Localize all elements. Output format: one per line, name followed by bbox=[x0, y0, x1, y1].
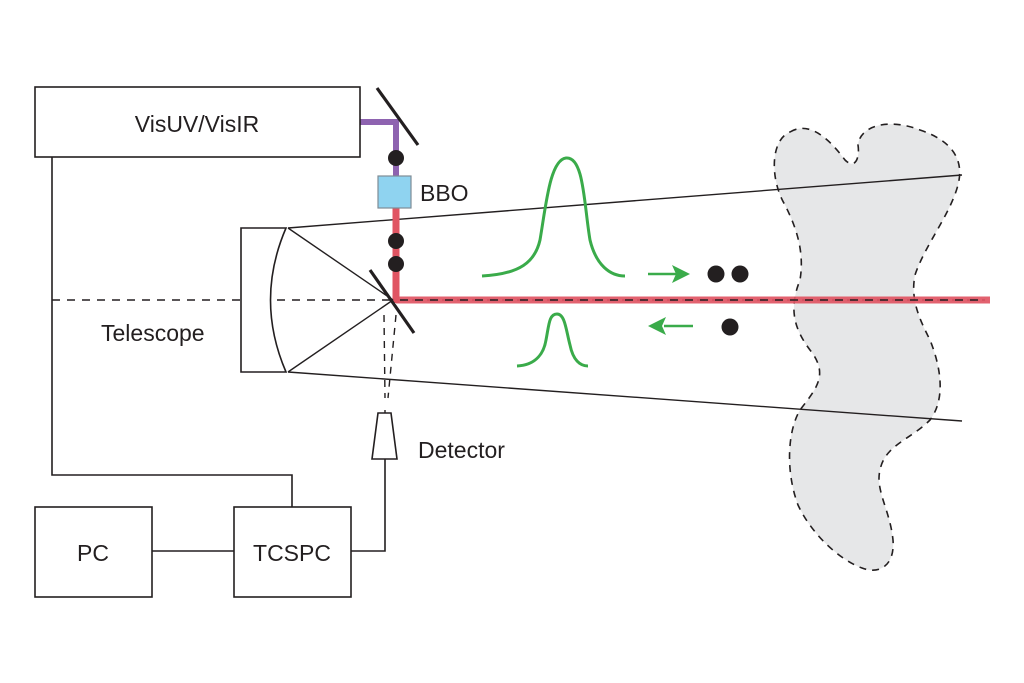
returning-arrow-icon bbox=[648, 317, 693, 335]
detector-label: Detector bbox=[418, 437, 505, 463]
tcspc-box bbox=[233, 506, 352, 598]
bbo-label: BBO bbox=[420, 180, 469, 206]
fov-lower-line bbox=[287, 371, 963, 422]
bbo-crystal bbox=[377, 175, 412, 209]
detector-cable bbox=[351, 459, 386, 552]
telescope-body bbox=[240, 227, 288, 373]
outgoing-photon bbox=[707, 265, 725, 283]
target-medium bbox=[773, 123, 961, 571]
trigger-cable bbox=[51, 157, 293, 507]
outgoing-photon bbox=[731, 265, 749, 283]
detector-ray-right bbox=[387, 314, 397, 399]
beam-photon bbox=[388, 256, 404, 272]
laser-source-box bbox=[34, 86, 361, 158]
pc-box bbox=[34, 506, 153, 598]
main-mirror bbox=[368, 269, 416, 334]
return-pulse bbox=[516, 312, 589, 368]
beam-photon bbox=[388, 233, 404, 249]
pc-label: PC bbox=[77, 540, 109, 566]
telescope-label: Telescope bbox=[101, 320, 205, 346]
steering-mirror-top bbox=[375, 87, 420, 146]
laser-source-label: VisUV/VisIR bbox=[135, 111, 259, 137]
detector-ray-left bbox=[383, 314, 386, 399]
telescope-ray-lower bbox=[287, 299, 394, 373]
outgoing-arrow-icon bbox=[648, 265, 690, 283]
beam-photon bbox=[388, 150, 404, 166]
uv-beam bbox=[360, 119, 399, 182]
returning-photon bbox=[721, 318, 739, 336]
tcspc-label: TCSPC bbox=[253, 540, 331, 566]
telescope-ray-upper bbox=[287, 227, 394, 301]
fov-upper-line bbox=[287, 174, 963, 229]
outgoing-pulse bbox=[481, 156, 626, 278]
detector-icon bbox=[371, 412, 398, 460]
